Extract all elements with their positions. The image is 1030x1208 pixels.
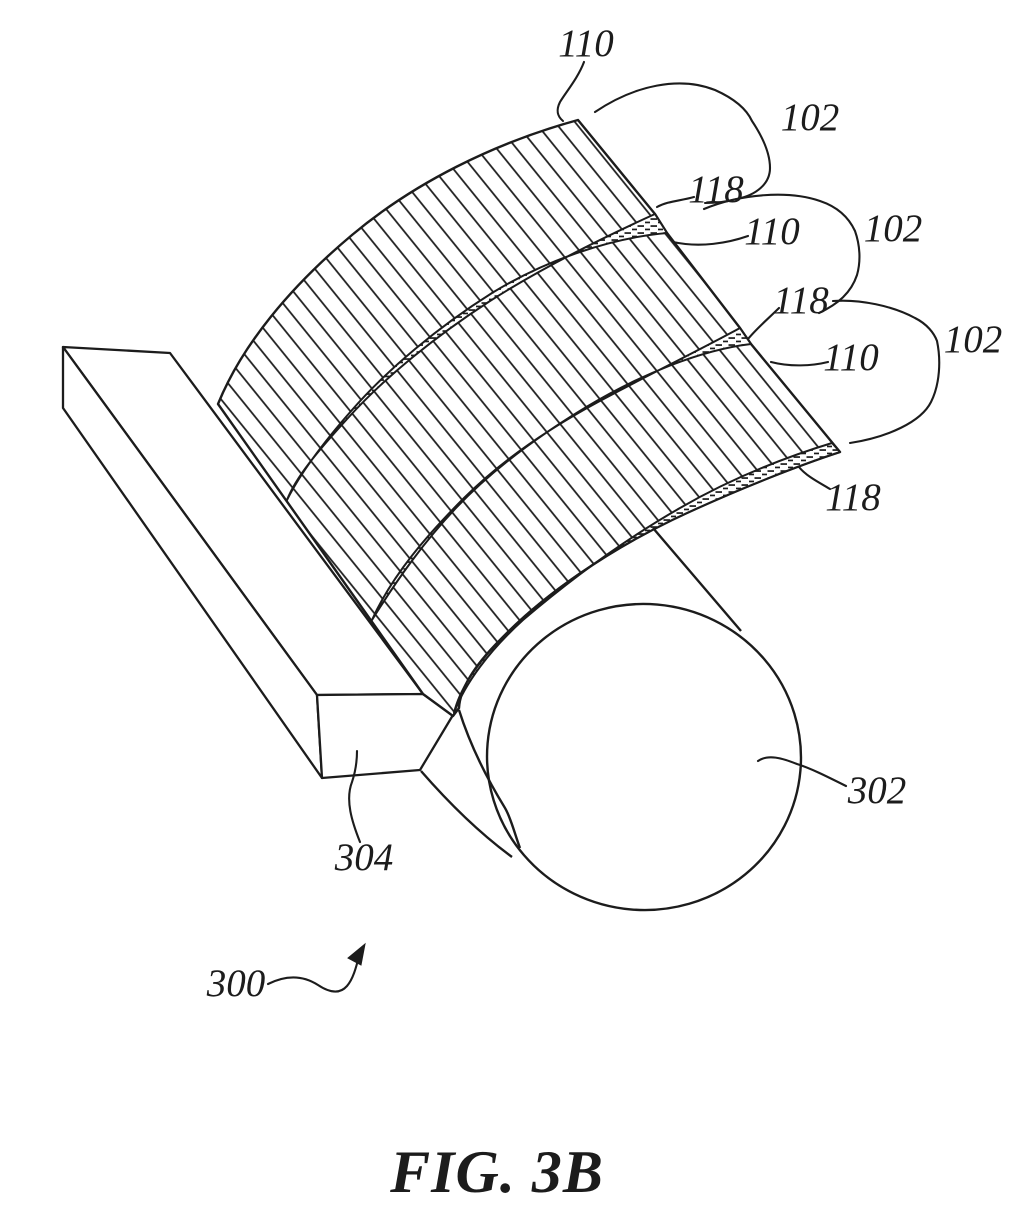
leader-118-c xyxy=(797,465,832,491)
support-end-face xyxy=(315,692,455,780)
cylinder-nip-silhouette xyxy=(457,709,522,849)
leader-110-top xyxy=(556,60,586,123)
leader-118-b xyxy=(746,306,781,341)
leader-110-b xyxy=(671,234,750,246)
interlayer-strip-118-a xyxy=(286,213,668,501)
reference-annotations: 110 102 118 110 102 118 110 102 118 302 … xyxy=(206,22,1003,1005)
ref-label-304: 304 xyxy=(334,836,394,879)
ref-label-102-a: 102 xyxy=(781,96,840,139)
cylinder-top-silhouette xyxy=(652,527,742,632)
support-block-304 xyxy=(61,345,455,780)
composite-band-assembly xyxy=(216,118,842,718)
leader-118-a xyxy=(655,195,696,209)
assembly-arrowhead-icon xyxy=(347,942,366,966)
interlayer-strip-118-b xyxy=(371,327,752,621)
ref-label-110-b: 110 xyxy=(744,210,800,253)
ref-label-102-c: 102 xyxy=(944,318,1003,361)
ref-label-102-b: 102 xyxy=(864,207,923,250)
ref-label-110-top: 110 xyxy=(558,22,614,65)
figure-caption: FIG. 3B xyxy=(389,1139,604,1205)
cylinder-302 xyxy=(420,527,803,912)
ref-label-110-c: 110 xyxy=(823,336,879,379)
leader-110-c xyxy=(769,360,830,367)
brace-102-c xyxy=(831,299,941,445)
interlayer-strip-118-c xyxy=(453,442,841,714)
ref-label-302: 302 xyxy=(847,769,907,812)
ref-label-118-b: 118 xyxy=(773,279,829,322)
ref-label-300: 300 xyxy=(206,962,266,1005)
leader-302 xyxy=(756,756,848,788)
ref-label-118-c: 118 xyxy=(825,476,881,519)
leader-300 xyxy=(266,954,361,993)
leader-304 xyxy=(348,749,362,844)
cylinder-end-face xyxy=(485,602,803,912)
brace-102-b xyxy=(702,193,861,315)
cylinder-bottom-silhouette xyxy=(420,770,513,858)
